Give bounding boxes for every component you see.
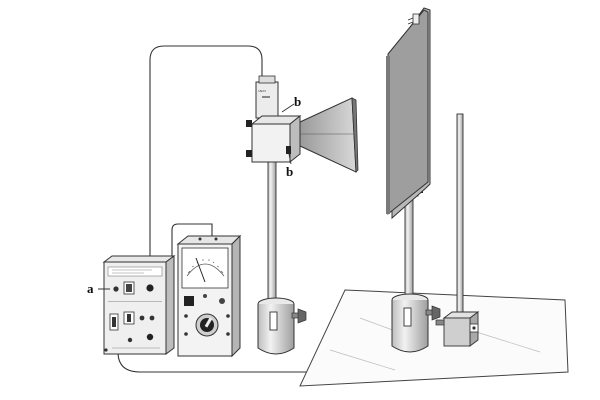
label-b-top: b [294,94,301,109]
vertical-rod [435,113,480,347]
detector-horn: 1N23 [246,75,359,173]
label-b-bottom: b [286,164,293,179]
svg-text:1N23: 1N23 [258,89,266,93]
meter-needle [195,257,206,283]
label-b-top-pointer [281,103,295,113]
meter-power-switch [184,296,194,306]
meter-lead-cable [162,223,213,306]
reflector-wing-screw-icon [431,305,441,321]
label-a: a [87,281,94,296]
label-b-bottom-pointer [288,153,292,165]
reflector-stand [391,183,441,353]
paper-sheet [299,289,569,387]
power-supply [102,255,176,355]
signal-cable [149,45,263,275]
detector-stand [257,155,307,355]
wing-screw-icon [297,308,307,324]
reflector-plate [386,7,431,220]
analog-meter [176,234,242,358]
meter-scale-ticks [187,259,224,274]
